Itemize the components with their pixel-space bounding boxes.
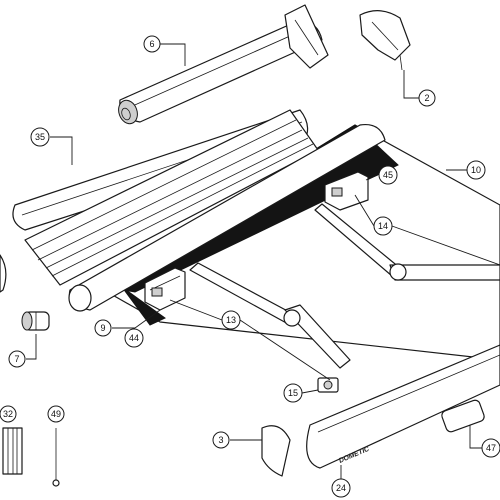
callout-13: 13 (221, 310, 241, 330)
knob-7 (21, 311, 50, 331)
callout-15: 15 (283, 383, 303, 403)
leader-lines (26, 43, 500, 488)
svg-text:35: 35 (35, 132, 45, 142)
callout-47: 47 (481, 438, 500, 458)
svg-text:7: 7 (14, 354, 19, 364)
svg-text:49: 49 (51, 409, 61, 419)
bracket-15 (317, 377, 339, 393)
svg-text:32: 32 (3, 409, 13, 419)
cover-47 (441, 399, 485, 433)
svg-text:10: 10 (471, 165, 481, 175)
callout-14: 14 (373, 216, 393, 236)
arm-bracket-left (144, 267, 186, 311)
svg-text:15: 15 (288, 388, 298, 398)
svg-text:47: 47 (486, 443, 496, 453)
end-cap-2 (359, 10, 411, 71)
svg-text:24: 24 (336, 483, 346, 493)
callout-24: 24 (331, 478, 351, 498)
svg-text:6: 6 (149, 39, 154, 49)
callout-45: 45 (378, 165, 398, 185)
callout-3: 3 (212, 431, 230, 449)
callout-9: 9 (94, 319, 112, 337)
strips-32 (2, 427, 23, 475)
arm-bracket-right (324, 171, 369, 211)
callout-2: 2 (418, 89, 436, 107)
svg-text:9: 9 (100, 323, 105, 333)
callout-7: 7 (8, 350, 26, 368)
callouts: 6 2 35 10 45 14 13 9 (0, 35, 500, 498)
arm-14 (314, 203, 500, 281)
svg-text:2: 2 (424, 93, 429, 103)
svg-text:45: 45 (383, 170, 393, 180)
callout-10: 10 (466, 160, 486, 180)
front-lead-tube (68, 123, 386, 312)
fabric-dark-edge (121, 286, 166, 326)
callout-35: 35 (30, 127, 50, 147)
callout-32: 32 (0, 405, 17, 423)
callout-44: 44 (124, 328, 144, 348)
left-partial-part (0, 254, 7, 293)
arm-13 (189, 262, 351, 369)
roller-tube (118, 4, 329, 125)
front-rail-24: DOMETIC (306, 344, 500, 469)
svg-text:14: 14 (378, 221, 388, 231)
svg-text:3: 3 (218, 435, 223, 445)
end-cap-3 (261, 425, 291, 477)
callout-6: 6 (143, 35, 161, 53)
svg-text:13: 13 (226, 315, 236, 325)
rod-49 (52, 428, 60, 487)
callout-49: 49 (47, 405, 65, 423)
svg-text:44: 44 (129, 333, 139, 343)
